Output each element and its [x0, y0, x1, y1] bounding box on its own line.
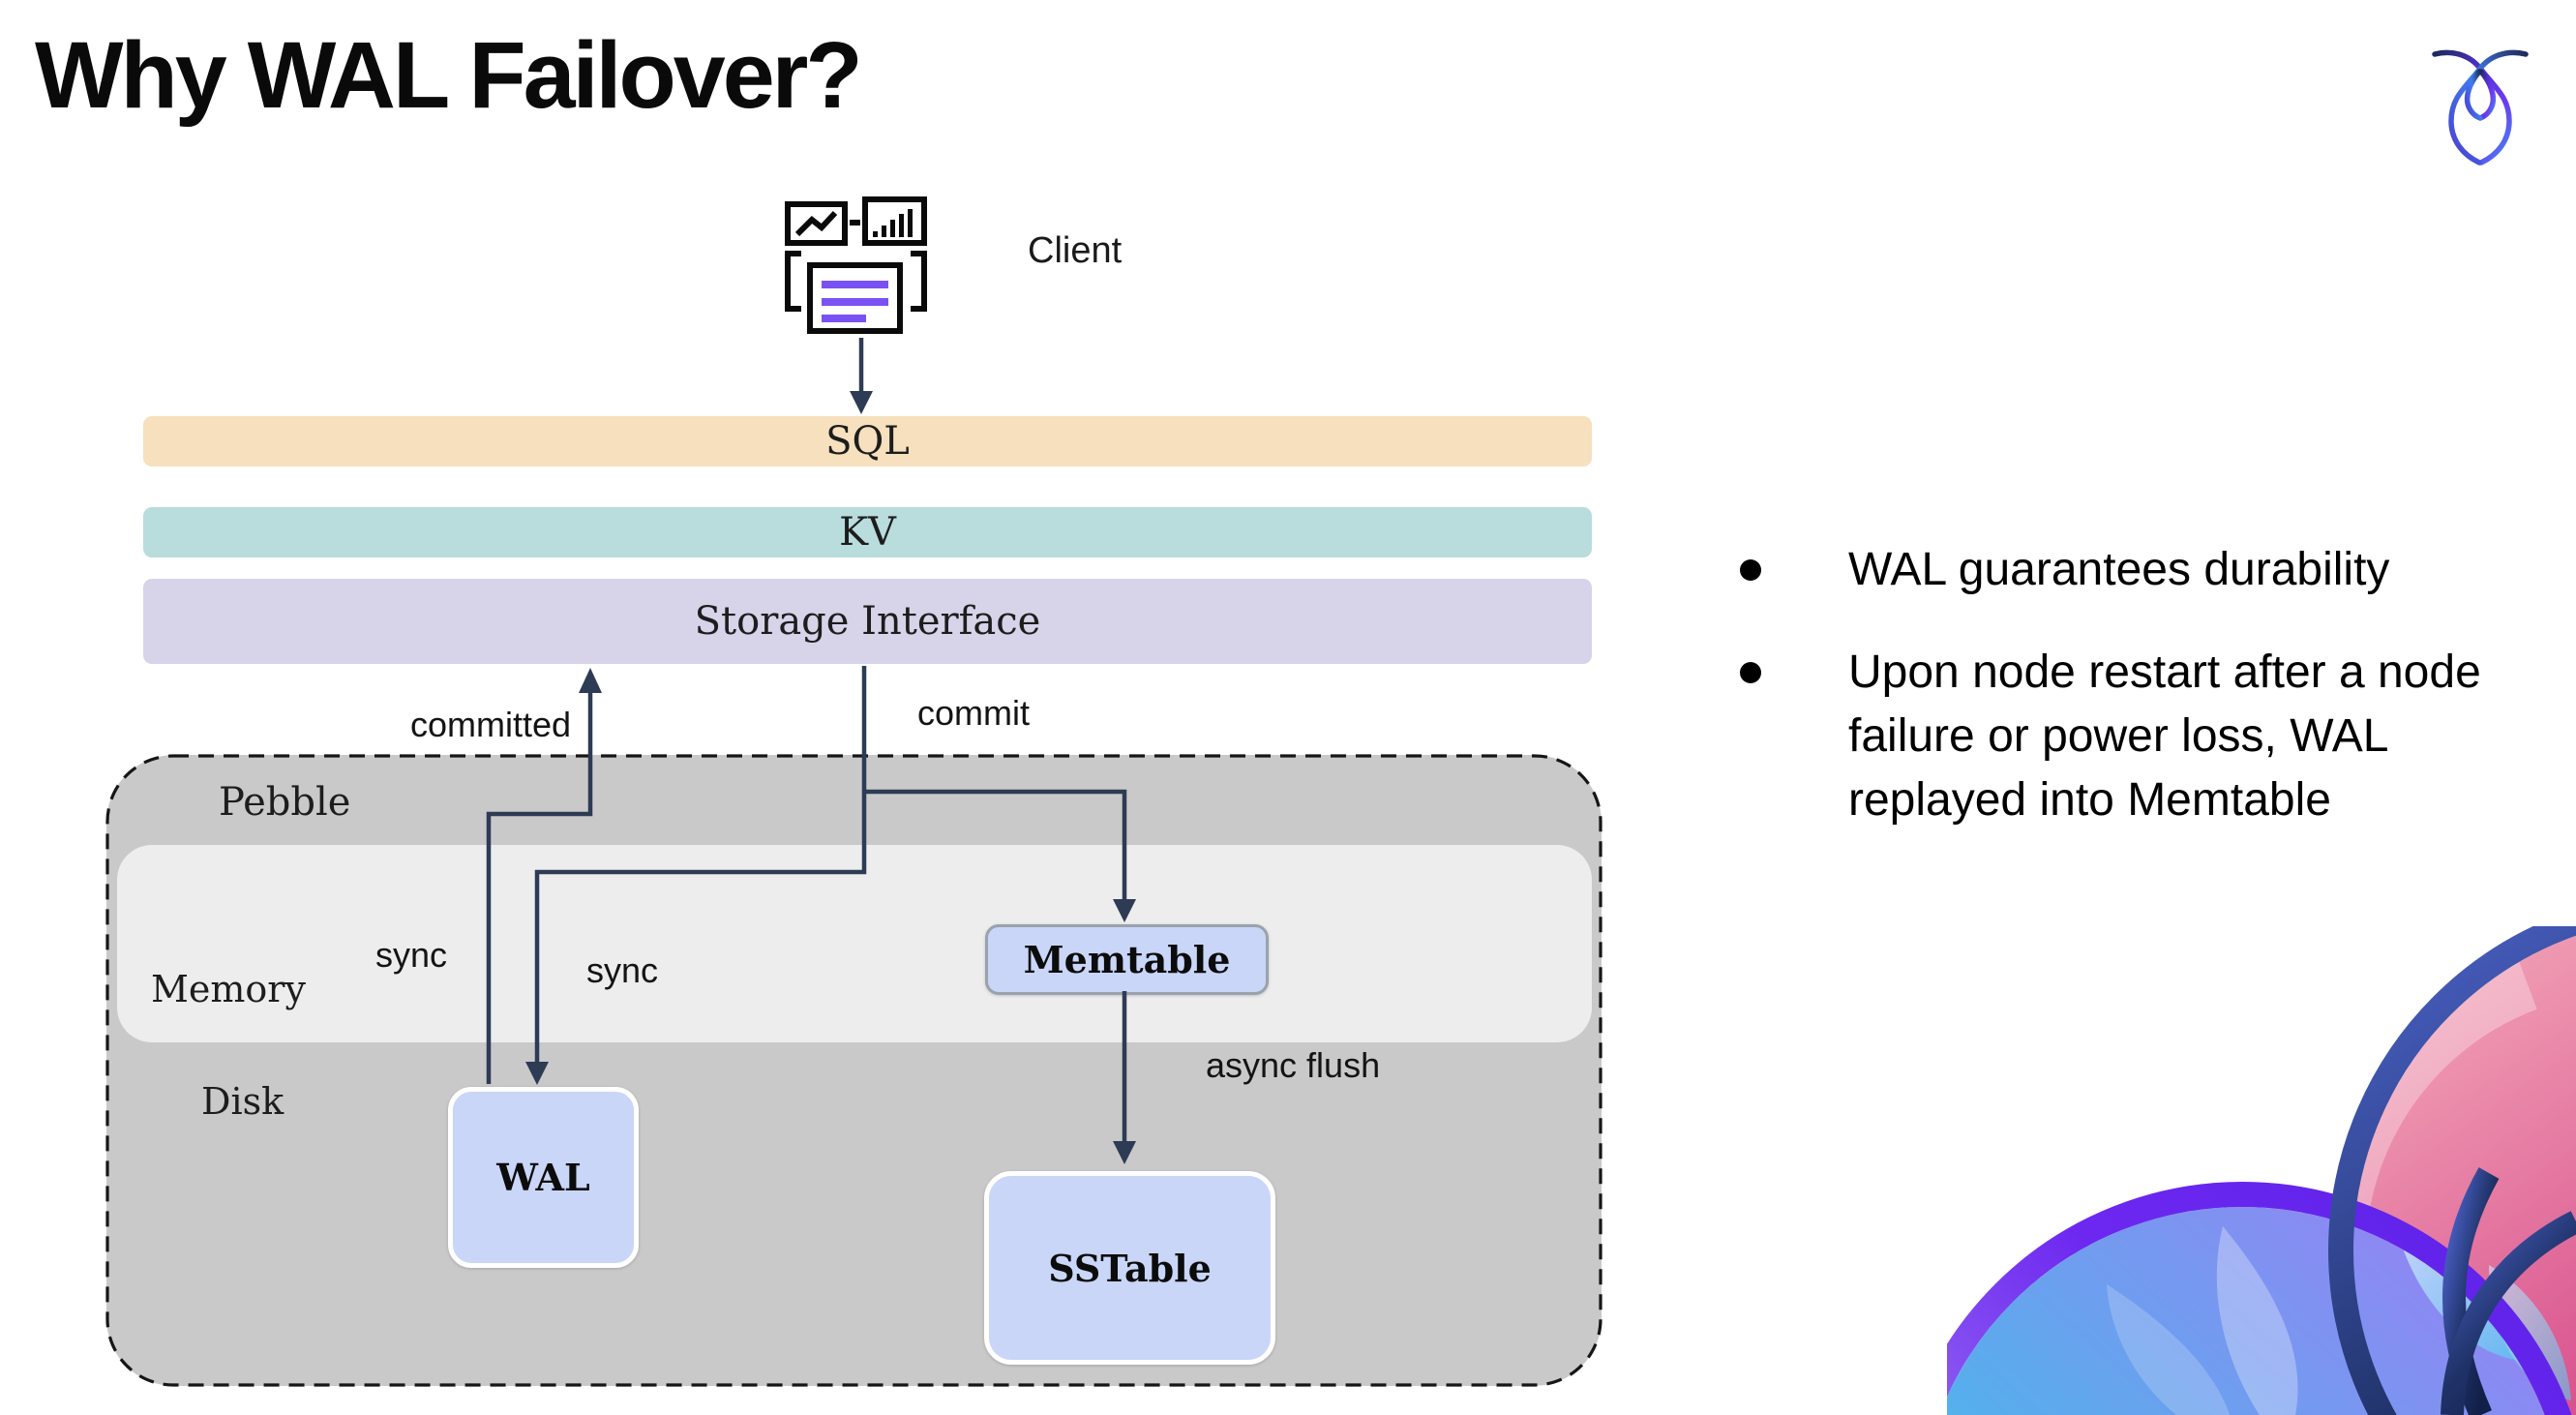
page-title: Why WAL Failover? [35, 22, 863, 128]
client-arrowhead [850, 391, 873, 414]
bullet-list: WAL guarantees durability Upon node rest… [1734, 538, 2518, 832]
layer-sql-label: SQL [825, 419, 910, 464]
bullet-text: Upon node restart after a node failure o… [1848, 647, 2481, 826]
sstable-label: SSTable [1048, 1246, 1212, 1290]
async-flush-edge-label: async flush [1206, 1045, 1381, 1085]
memory-label: Memory [151, 968, 306, 1010]
client-icon [785, 196, 927, 334]
wal-node: WAL [448, 1087, 639, 1268]
memory-band [117, 845, 1592, 1042]
bullet-dot [1740, 559, 1761, 581]
sstable-node: SSTable [984, 1171, 1275, 1365]
client-label: Client [1028, 230, 1123, 271]
sync-commit-edge-label: sync [586, 950, 659, 990]
memtable-label: Memtable [1023, 938, 1231, 981]
sync-committed-edge-label: sync [375, 935, 448, 975]
layer-sql: SQL [143, 416, 1592, 467]
bullet-dot [1740, 662, 1761, 683]
list-item: Upon node restart after a node failure o… [1734, 641, 2518, 832]
committed-arrowhead [579, 668, 602, 693]
wal-label: WAL [496, 1156, 590, 1199]
memtable-node: Memtable [985, 924, 1269, 995]
cockroachdb-brand-graphic [1947, 926, 2576, 1415]
commit-edge-label: commit [917, 693, 1030, 733]
layer-kv-label: KV [839, 510, 896, 555]
committed-edge-label: committed [410, 705, 572, 744]
layer-kv: KV [143, 507, 1592, 557]
layer-storage-interface: Storage Interface [143, 579, 1592, 664]
pebble-label: Pebble [219, 780, 351, 825]
bullet-text: WAL guarantees durability [1848, 544, 2390, 595]
disk-label: Disk [201, 1080, 285, 1123]
list-item: WAL guarantees durability [1734, 538, 2518, 602]
layer-storage-label: Storage Interface [694, 599, 1041, 644]
cockroachdb-logo-icon [2432, 49, 2529, 166]
